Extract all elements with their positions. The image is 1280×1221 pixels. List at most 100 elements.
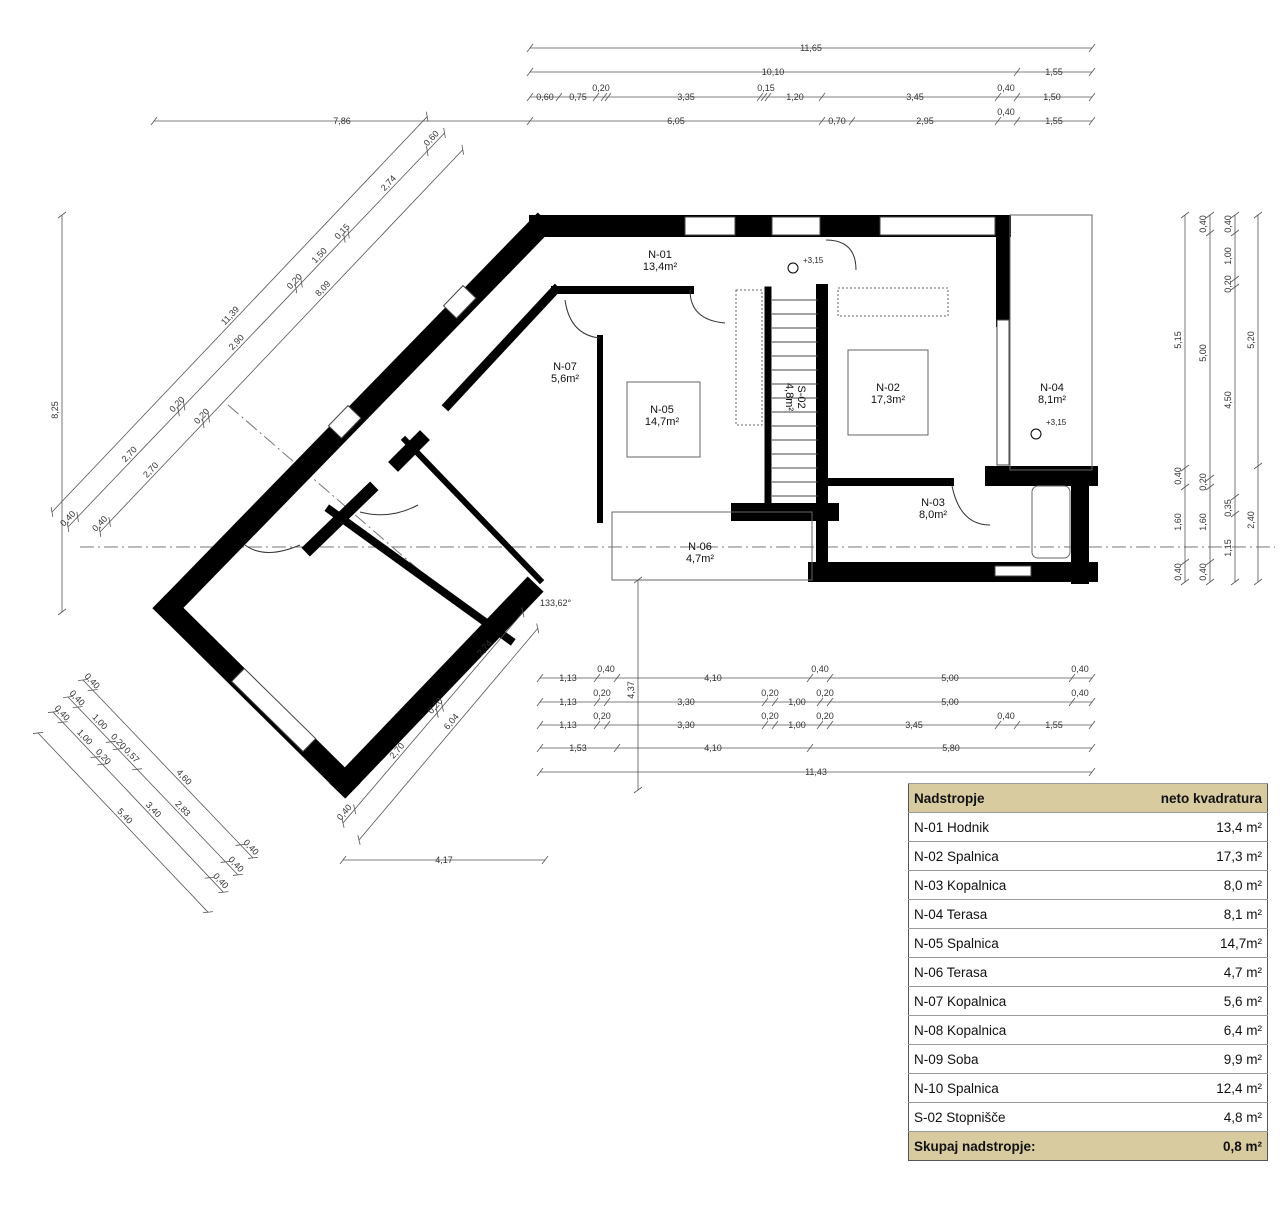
dimension-tick — [57, 608, 67, 616]
elevation-markers: +3,15 +3,15 — [787, 256, 1067, 440]
dimension-tick — [526, 116, 534, 126]
room-area: 6,4 m² — [1102, 1015, 1268, 1045]
dimension-tick — [1180, 464, 1190, 472]
dimension-label: 0,40 — [53, 703, 72, 723]
dimension-label: 0,40 — [83, 671, 102, 691]
bathtub — [1031, 485, 1071, 559]
dimension-tick — [182, 400, 186, 411]
dimension-tick — [76, 511, 79, 522]
dimension-label: 0,35 — [1223, 499, 1233, 517]
dimension-label: 1,60 — [1173, 513, 1183, 531]
angle-label: 133,62° — [540, 598, 572, 608]
dimension-tick — [756, 92, 764, 102]
dimension-label: 0,20 — [816, 711, 834, 721]
dimension-tick — [235, 843, 246, 846]
dimension-tick — [232, 873, 243, 876]
dimension-tick — [771, 697, 779, 707]
dimension-tick — [806, 743, 814, 753]
dimension-label: 0,40 — [1071, 664, 1089, 674]
dimension-tick — [761, 697, 769, 707]
dimension-tick — [32, 732, 44, 734]
room-code: N-03 — [921, 497, 945, 509]
dimension-line: 1,130,203,300,201,000,203,450,401,55 — [536, 711, 1096, 730]
dimension-label: 5,80 — [942, 743, 960, 753]
dimension-tick — [604, 92, 612, 102]
room-label: S-024,8m² — [783, 383, 807, 411]
dimension-tick — [1230, 578, 1240, 586]
dimension-label: 1,13 — [559, 720, 577, 730]
elevation-marker-icon — [787, 262, 799, 274]
header-net-area: neto kvadratura — [1102, 783, 1268, 813]
dimension-tick — [218, 891, 229, 894]
room-area: 13,4 m² — [1102, 812, 1268, 842]
dimension-tick — [1230, 211, 1240, 219]
dimension-label: 1,53 — [569, 743, 587, 753]
dimension-label: 6,05 — [667, 116, 685, 126]
dimension-label: 0,40 — [68, 688, 87, 708]
dimension-tick — [1088, 92, 1096, 102]
dimension-label: 0,40 — [1071, 688, 1089, 698]
dimension-label: 1,00 — [788, 697, 806, 707]
dimension-tick — [1253, 578, 1263, 586]
dimension-tick — [994, 92, 1002, 102]
room-name: N-03 Kopalnica — [908, 870, 1103, 900]
dimension-line: 0,405,000,201,600,40 — [1198, 211, 1215, 586]
dimension-label: 3,30 — [677, 697, 695, 707]
dimension-tick — [177, 406, 180, 417]
room-label: N-038,0m² — [919, 497, 947, 521]
dimension-label: 5,00 — [1198, 344, 1208, 362]
dimension-label: 2,83 — [173, 799, 192, 819]
dimension-label: 0,20 — [592, 83, 610, 93]
total-label: Skupaj nadstropje: — [908, 1131, 1103, 1161]
dimension-line: 1,130,404,100,405,000,40 — [536, 664, 1096, 683]
terrace-outline — [611, 214, 1093, 581]
dimension-tick — [300, 277, 303, 288]
dimension-label: 6,04 — [442, 712, 461, 732]
dimension-tick — [593, 697, 601, 707]
dimension-label: 0,40 — [211, 871, 230, 891]
table-footer: Skupaj nadstropje:0,8 m² — [908, 1131, 1268, 1161]
room-code: N-06 — [688, 541, 712, 553]
dimension-tick — [1068, 697, 1076, 707]
dimension-tick — [806, 673, 814, 683]
elevation-label: +3,15 — [803, 256, 824, 265]
dimension-tick — [826, 720, 834, 730]
dimension-line: 4,17 — [339, 855, 549, 865]
window — [771, 216, 821, 236]
dimension-tick — [536, 767, 544, 777]
dimension-label: 0,40 — [1223, 215, 1233, 233]
dimension-label: 1,50 — [310, 246, 329, 266]
elevation-label: +3,15 — [1046, 418, 1067, 427]
dimension-tick — [343, 232, 346, 243]
dimension-tick — [521, 607, 525, 618]
dimension-label: 5,40 — [115, 806, 134, 826]
dimension-label: 1,55 — [1045, 116, 1063, 126]
dimension-label: 0,70 — [828, 116, 846, 126]
room-name: N-02 Spalnica — [908, 841, 1103, 871]
dimension-tick — [1180, 558, 1190, 566]
dimension-tick — [1013, 67, 1021, 77]
dimension-line: 11,65 — [526, 43, 1096, 53]
dimension-label: 0,40 — [997, 107, 1015, 117]
dimension-label: 1,50 — [1043, 92, 1061, 102]
room-name: N-04 Terasa — [908, 899, 1103, 929]
room-area: 12,4 m² — [1102, 1073, 1268, 1103]
dimension-tick — [347, 228, 350, 239]
dimension-label: 0,40 — [811, 664, 829, 674]
dimension-tick — [816, 697, 824, 707]
room-area: 8,0 m² — [1102, 870, 1268, 900]
dimension-tick — [1230, 283, 1240, 291]
dimension-tick — [1088, 720, 1096, 730]
room-name: N-07 Kopalnica — [908, 986, 1103, 1016]
total-area: 0,8 m² — [1102, 1131, 1268, 1161]
dimension-tick — [426, 146, 429, 157]
wall-n08-c — [301, 481, 379, 557]
dimension-label: 5,20 — [1246, 331, 1256, 349]
